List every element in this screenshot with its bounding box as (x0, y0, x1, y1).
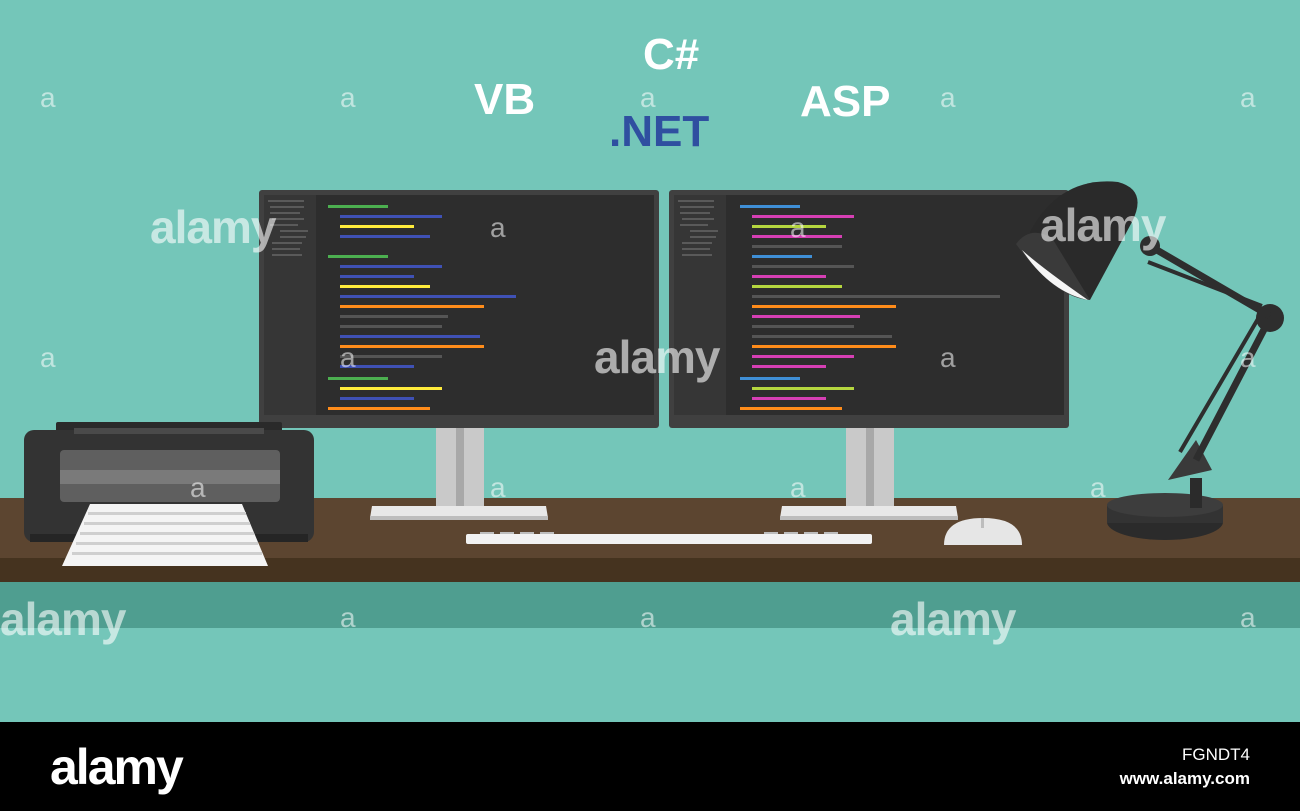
watermark-brand: alamy (1040, 199, 1166, 251)
workspace-illustration (0, 181, 1300, 628)
watermark-mark: a (940, 82, 956, 113)
watermark-mark: a (340, 82, 356, 113)
right-monitor-base (780, 506, 958, 518)
watermark-mark: a (490, 472, 506, 503)
label-asp: ASP (800, 77, 891, 126)
watermark-mark: a (640, 82, 656, 113)
watermark-mark: a (490, 212, 506, 243)
label-csharp: C# (643, 30, 700, 79)
left-monitor-base (370, 506, 548, 518)
watermark-mark: a (640, 602, 656, 633)
watermark-mark: a (40, 82, 56, 113)
watermark-brand: alamy (0, 593, 126, 645)
watermark-mark: a (1240, 342, 1256, 373)
left-sidebar-lines (268, 200, 308, 256)
desk-lamp (1016, 181, 1284, 540)
watermark-mark: a (1240, 602, 1256, 633)
printed-paper (62, 504, 268, 566)
watermark-brand: alamy (890, 593, 1016, 645)
watermark-mark: a (790, 212, 806, 243)
watermark-mark: a (340, 342, 356, 373)
watermark-mark: a (340, 602, 356, 633)
footer-image-id: FGNDT4 (1182, 745, 1250, 764)
footer-bar: alamy FGNDT4 www.alamy.com (0, 722, 1300, 811)
illustration-scene: C# VB .NET ASP a a a a a a a a a a a a a… (0, 0, 1300, 722)
watermark-mark: a (940, 342, 956, 373)
watermark-mark: a (40, 342, 56, 373)
left-code-lines (328, 205, 516, 410)
label-dotnet: .NET (609, 107, 710, 156)
mouse (944, 518, 1022, 545)
watermark-mark: a (1090, 472, 1106, 503)
label-vb: VB (474, 75, 536, 124)
watermark-mark: a (1240, 82, 1256, 113)
footer-url[interactable]: www.alamy.com (1119, 769, 1250, 788)
keyboard (466, 534, 872, 544)
footer-logo: alamy (50, 739, 184, 795)
right-code-lines (740, 205, 1000, 410)
watermark-brand: alamy (150, 201, 276, 253)
watermark-mark: a (190, 472, 206, 503)
watermark-brand: alamy (594, 331, 720, 383)
desk-shadow-band (0, 580, 1300, 628)
right-sidebar-lines (678, 200, 718, 256)
watermark-mark: a (790, 472, 806, 503)
